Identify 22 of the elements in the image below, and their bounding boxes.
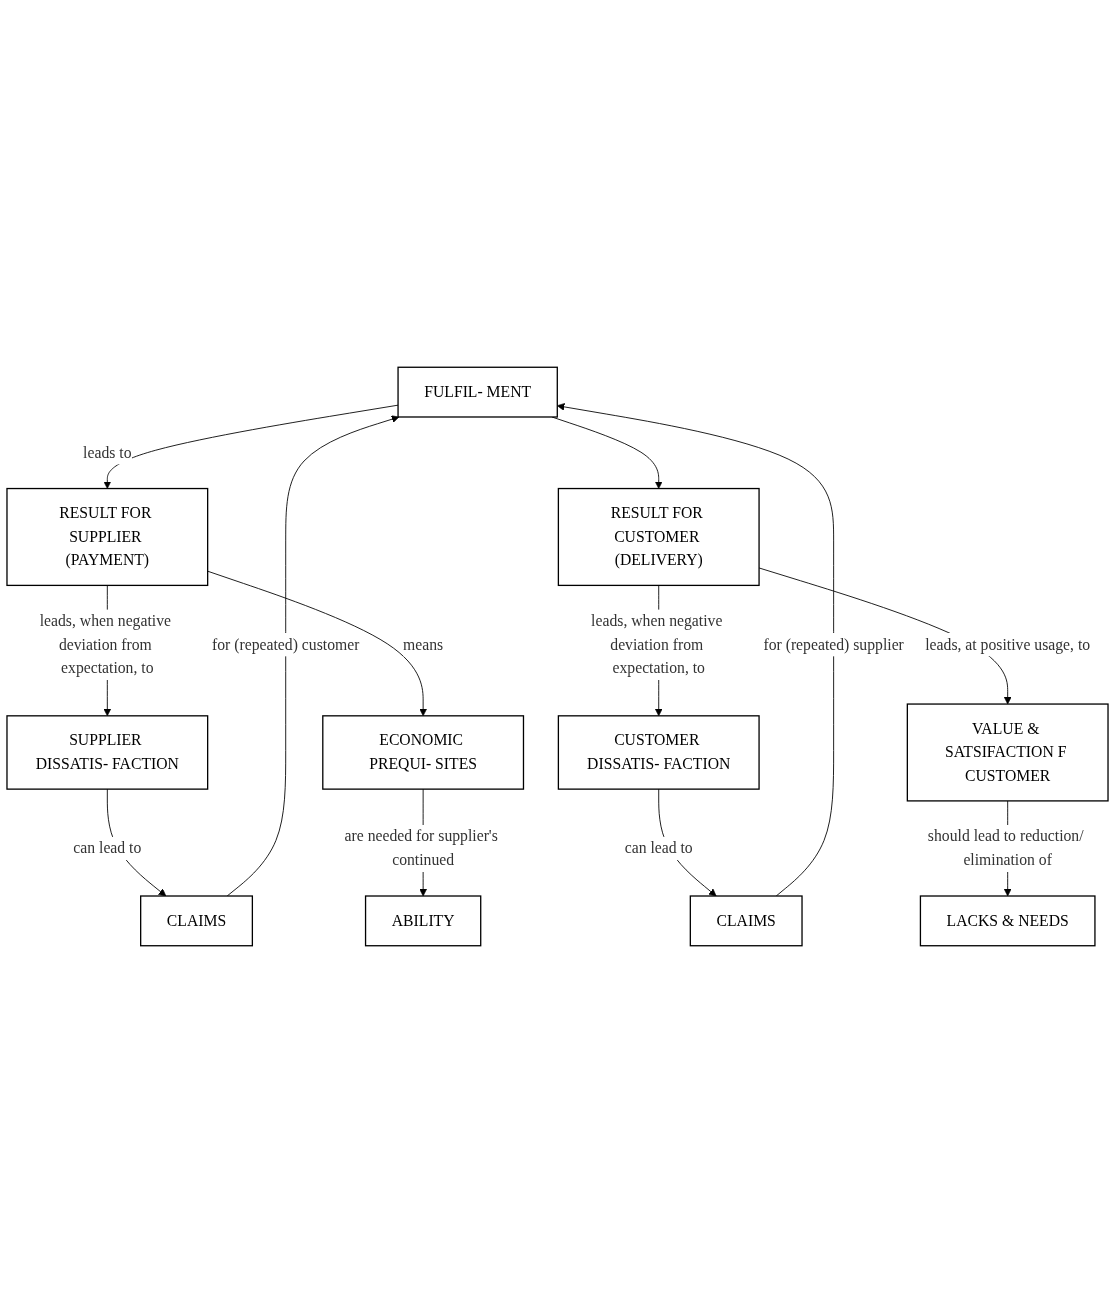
edge-label: are needed for supplier's continued — [344, 827, 498, 869]
node-box — [6, 487, 209, 587]
node-box — [919, 895, 1096, 947]
node-box — [322, 715, 525, 790]
edge-label: should lead to reduction/ elimination of — [927, 827, 1084, 869]
edge-label: for (repeated) supplier — [763, 635, 904, 654]
edge-label: leads, when negative deviation from expectation, to — [591, 612, 723, 677]
node-box — [6, 715, 209, 790]
edge-label: can lead to — [624, 839, 693, 857]
edge-label: leads to — [83, 443, 132, 462]
edge-label: leads, when negative deviation from expectation, to — [39, 612, 171, 677]
edge-label: leads, at positive usage, to — [925, 635, 1091, 654]
node-box — [906, 703, 1109, 802]
node-box — [557, 715, 760, 790]
edge-label: for (repeated) customer — [212, 635, 360, 654]
edge-label: can lead to — [73, 839, 142, 857]
node-box — [397, 366, 558, 418]
node-box — [364, 895, 482, 947]
node-box — [140, 895, 254, 947]
edge-label: means — [403, 635, 444, 654]
node-box — [557, 487, 760, 587]
node-box — [689, 895, 803, 947]
